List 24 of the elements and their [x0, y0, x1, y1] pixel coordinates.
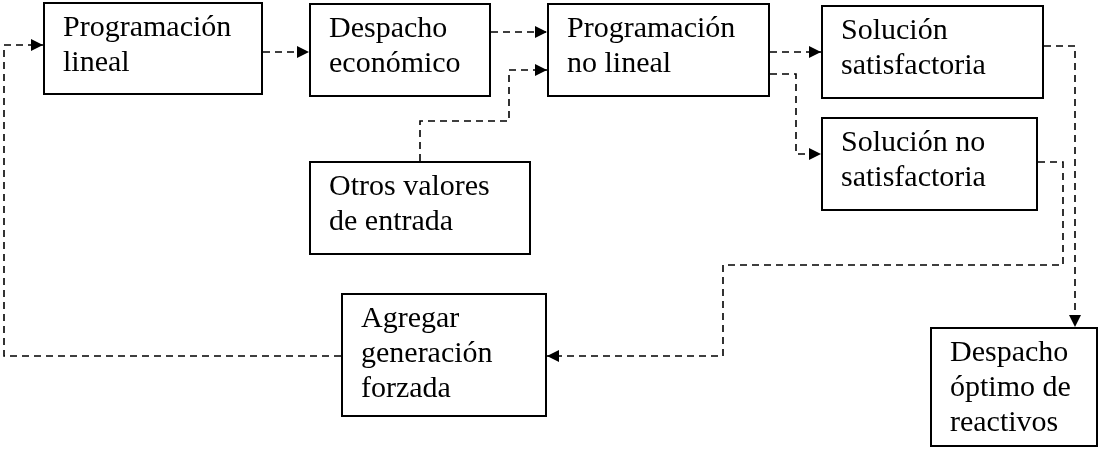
dashed-arrow [769, 46, 822, 58]
process-box [930, 327, 1098, 447]
process-box [821, 5, 1044, 99]
box-label: Despacho económico [329, 9, 462, 79]
box-label: Otros valores de entrada [329, 167, 491, 237]
dashed-arrow [419, 64, 548, 162]
process-box [43, 2, 263, 95]
box-label: Programación lineal [63, 8, 233, 78]
box-label: Despacho óptimo de reactivos [950, 333, 1072, 438]
process-box [341, 293, 547, 417]
dashed-arrow [546, 161, 1064, 362]
box-label: Solución no satisfactoria [841, 123, 987, 193]
dashed-arrow [490, 26, 548, 38]
process-box [309, 161, 531, 255]
dashed-arrow [3, 39, 342, 357]
process-box [547, 3, 770, 97]
process-box [309, 3, 491, 97]
box-label: Solución satisfactoria [841, 11, 987, 81]
process-box [821, 117, 1038, 211]
dashed-arrow [769, 73, 822, 160]
box-label: Agregar generación forzada [361, 299, 494, 404]
dashed-arrow [1043, 45, 1081, 328]
box-label: Programación no lineal [567, 9, 737, 79]
dashed-arrow [262, 46, 310, 58]
